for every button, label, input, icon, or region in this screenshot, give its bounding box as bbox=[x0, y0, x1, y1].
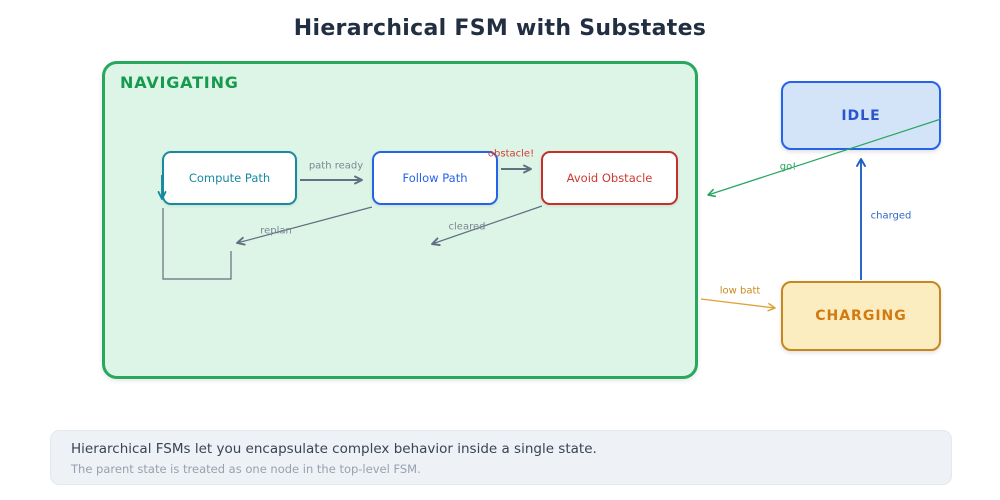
edge-label-replan: replan bbox=[260, 225, 292, 237]
state-idle-label: IDLE bbox=[841, 107, 881, 124]
state-follow-path: Follow Path bbox=[372, 151, 498, 205]
page-title: Hierarchical FSM with Substates bbox=[293, 16, 707, 41]
state-avoid-obstacle-label: Avoid Obstacle bbox=[566, 171, 653, 185]
state-idle: IDLE bbox=[781, 81, 941, 150]
edge-label-go: go! bbox=[779, 161, 797, 173]
state-charging: CHARGING bbox=[781, 281, 941, 351]
note-secondary-text: The parent state is treated as one node … bbox=[71, 462, 421, 476]
state-compute-path-label: Compute Path bbox=[188, 171, 271, 185]
note-primary-text: Hierarchical FSMs let you encapsulate co… bbox=[71, 441, 597, 457]
state-compute-path: Compute Path bbox=[162, 151, 297, 205]
edge-label-cleared: cleared bbox=[448, 221, 486, 233]
state-navigating: NAVIGATING bbox=[102, 61, 698, 379]
edge-label-charged: charged bbox=[870, 210, 912, 222]
edge-label-path-ready: path ready bbox=[308, 160, 364, 172]
state-charging-label: CHARGING bbox=[815, 308, 907, 324]
state-navigating-label: NAVIGATING bbox=[120, 73, 239, 92]
edge-low-batt bbox=[700, 298, 776, 312]
note-panel: Hierarchical FSMs let you encapsulate co… bbox=[50, 430, 952, 485]
edge-label-obstacle: obstacle! bbox=[487, 148, 535, 160]
state-follow-path-label: Follow Path bbox=[402, 171, 468, 185]
edge-label-low-batt: low batt bbox=[719, 285, 761, 297]
state-avoid-obstacle: Avoid Obstacle bbox=[541, 151, 678, 205]
